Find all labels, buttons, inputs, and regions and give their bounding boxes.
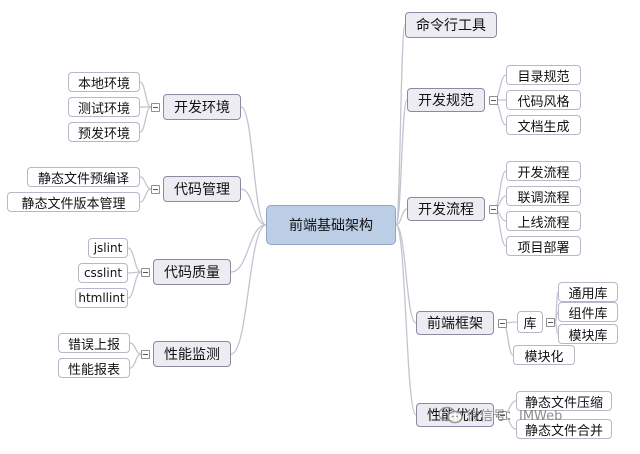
connector-line bbox=[395, 24, 406, 226]
collapse-toggle-framework[interactable] bbox=[498, 319, 507, 328]
branch-perf-monitor[interactable]: 性能监测 bbox=[153, 341, 231, 367]
leaf-common-lib[interactable]: 通用库 bbox=[558, 282, 618, 302]
connector-line bbox=[129, 342, 142, 355]
connector-line bbox=[127, 271, 142, 299]
leaf-deploy[interactable]: 项目部署 bbox=[506, 236, 581, 256]
collapse-toggle-code-quality[interactable] bbox=[141, 268, 150, 277]
leaf-release-flow[interactable]: 上线流程 bbox=[506, 211, 581, 231]
leaf-csslint[interactable]: csslint bbox=[78, 263, 128, 283]
leaf-component-lib[interactable]: 组件库 bbox=[558, 302, 618, 322]
connector-line bbox=[395, 208, 408, 226]
wechat-icon bbox=[438, 406, 464, 424]
branch-dev-env[interactable]: 开发环境 bbox=[163, 94, 241, 120]
branch-cli-tools[interactable]: 命令行工具 bbox=[405, 12, 497, 38]
leaf-doc-gen[interactable]: 文档生成 bbox=[506, 115, 581, 135]
leaf-jslint[interactable]: jslint bbox=[88, 238, 128, 258]
branch-dev-spec[interactable]: 开发规范 bbox=[407, 88, 485, 112]
collapse-toggle-dev-spec[interactable] bbox=[489, 96, 498, 105]
watermark-text: 微信号：IMWeb bbox=[467, 409, 563, 424]
branch-code-mgmt[interactable]: 代码管理 bbox=[163, 176, 241, 202]
connector-line bbox=[395, 224, 417, 416]
connector-line bbox=[240, 106, 267, 226]
leaf-test-env[interactable]: 测试环境 bbox=[68, 97, 140, 117]
connector-line bbox=[139, 188, 152, 203]
connector-line bbox=[230, 224, 267, 273]
connector-line bbox=[139, 81, 152, 108]
collapse-toggle-dev-process[interactable] bbox=[489, 205, 498, 214]
leaf-static-compress[interactable]: 静态文件压缩 bbox=[516, 391, 612, 411]
branch-framework[interactable]: 前端框架 bbox=[416, 311, 494, 335]
collapse-toggle-perf-monitor[interactable] bbox=[141, 350, 150, 359]
leaf-static-merge[interactable]: 静态文件合并 bbox=[516, 419, 612, 439]
branch-code-quality[interactable]: 代码质量 bbox=[153, 259, 231, 285]
leaf-pre-env[interactable]: 预发环境 bbox=[68, 122, 140, 142]
collapse-toggle-dev-env[interactable] bbox=[151, 103, 160, 112]
leaf-error-report[interactable]: 错误上报 bbox=[58, 333, 130, 353]
connector-line bbox=[230, 224, 267, 355]
leaf-module-lib[interactable]: 模块库 bbox=[558, 324, 618, 344]
leaf-code-style[interactable]: 代码风格 bbox=[506, 90, 581, 110]
leaf-perf-report[interactable]: 性能报表 bbox=[58, 358, 130, 378]
leaf-joint-debug[interactable]: 联调流程 bbox=[506, 186, 581, 206]
connector-line bbox=[554, 321, 559, 335]
connector-line bbox=[139, 176, 152, 190]
leaf-local-env[interactable]: 本地环境 bbox=[68, 72, 140, 92]
wechat-watermark: 微信号：IMWeb bbox=[438, 405, 562, 424]
leaf-dev-flow[interactable]: 开发流程 bbox=[506, 161, 581, 181]
branch-dev-process[interactable]: 开发流程 bbox=[407, 197, 485, 221]
connector-line bbox=[395, 224, 417, 324]
collapse-toggle-code-mgmt[interactable] bbox=[151, 185, 160, 194]
node-library[interactable]: 库 bbox=[517, 311, 543, 333]
collapse-toggle-library[interactable] bbox=[546, 318, 555, 327]
connector-line bbox=[240, 188, 267, 226]
connector-line bbox=[395, 99, 408, 226]
connector-line bbox=[129, 353, 142, 369]
leaf-htmllint[interactable]: htmllint bbox=[75, 288, 128, 308]
connector-line bbox=[127, 247, 142, 273]
leaf-modular[interactable]: 模块化 bbox=[513, 345, 575, 365]
leaf-dir-spec[interactable]: 目录规范 bbox=[506, 65, 581, 85]
leaf-static-version[interactable]: 静态文件版本管理 bbox=[7, 192, 140, 212]
root-node[interactable]: 前端基础架构 bbox=[266, 205, 396, 245]
leaf-static-precompile[interactable]: 静态文件预编译 bbox=[27, 167, 140, 187]
connector-line bbox=[139, 106, 152, 133]
collapse-toggle-perf-opt[interactable] bbox=[498, 411, 507, 420]
